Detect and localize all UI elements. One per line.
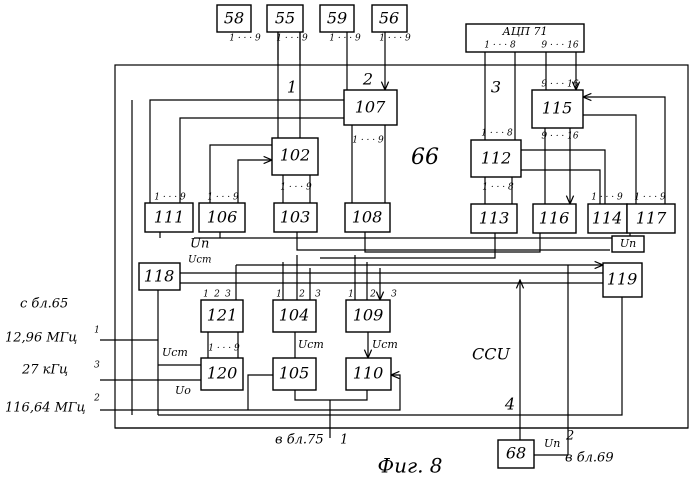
blocks-b112-label: 112 xyxy=(481,149,512,168)
buses-bus2-label: 2 xyxy=(362,70,373,89)
blocks-b109-label: 109 xyxy=(353,306,384,325)
frame-label: 66 xyxy=(411,145,439,170)
figure-caption: Фиг. 8 xyxy=(377,454,442,478)
pin-ranges-r19-label: 1 · · · 9 xyxy=(329,34,361,44)
pins-p3-label: 3 xyxy=(391,290,397,300)
pins-p3-label: 3 xyxy=(315,290,321,300)
signals-ust-label: Uст xyxy=(162,346,188,359)
signals-up-label: Uп xyxy=(544,437,560,450)
inputs-in2-num-label: 2 xyxy=(93,394,100,404)
pin-ranges-r916-label: 9 · · · 16 xyxy=(541,41,578,51)
pin-ranges-r19-label: 1 · · · 9 xyxy=(634,193,666,203)
blocks-b59-label: 59 xyxy=(327,9,347,28)
pin-ranges-r19-label: 1 · · · 9 xyxy=(352,136,384,146)
outputs-to75-num-label: 1 xyxy=(340,433,348,448)
blocks-b106-label: 106 xyxy=(207,208,238,227)
blocks-b58-label: 58 xyxy=(224,9,244,28)
pin-ranges-r19-label: 1 · · · 9 xyxy=(280,183,312,193)
blocks-b117-label: 117 xyxy=(636,209,667,228)
pins-p1-label: 1 xyxy=(276,290,282,300)
signals-ccu-label: ССU xyxy=(472,345,510,364)
signals-uo-label: Uо xyxy=(175,384,191,397)
signals-ust-label: Uст xyxy=(372,338,398,351)
outputs-to69-num-label: 2 xyxy=(565,429,574,444)
buses-bus4-label: 4 xyxy=(504,395,515,414)
blocks-b115-label: 115 xyxy=(542,99,573,118)
blocks-b55-label: 55 xyxy=(275,9,295,28)
signals-up-label: Uп xyxy=(620,237,636,250)
blocks-b121-label: 121 xyxy=(207,306,238,325)
inputs-in2-freq-label: 116,64 МГц xyxy=(5,401,86,416)
blocks-b56-label: 56 xyxy=(379,9,399,28)
pin-ranges-r19-label: 1 · · · 9 xyxy=(591,193,623,203)
signals-up-label: Uп xyxy=(190,237,209,252)
inputs-in1-freq-label: 12,96 МГц xyxy=(5,331,77,346)
pin-ranges-r18-label: 1 · · · 8 xyxy=(482,183,514,193)
pins-p2-label: 2 xyxy=(213,290,220,300)
blocks-b103-label: 103 xyxy=(280,208,311,227)
blocks-b120-label: 120 xyxy=(207,364,238,383)
blocks: 107 102 103 108 111 106 115 112 113 116 … xyxy=(139,90,675,468)
blocks-b116-label: 116 xyxy=(539,209,570,228)
pins-p1-label: 1 xyxy=(203,290,209,300)
inputs-in1-num-label: 1 xyxy=(94,326,100,336)
blocks-b102-label: 102 xyxy=(280,146,311,165)
pins-p2-label: 2 xyxy=(298,290,305,300)
signals-ust-label: Uст xyxy=(298,338,324,351)
blocks-b108-label: 108 xyxy=(352,208,383,227)
blocks-adc-label: АЦП 71 xyxy=(501,25,547,38)
pin-ranges-r19-label: 1 · · · 9 xyxy=(207,193,239,203)
source-blocks: 58 55 59 56 1 · · · 9 1 · · · 9 1 · · · 9… xyxy=(217,5,584,52)
blocks-b114-label: 114 xyxy=(592,209,623,228)
blocks-b68-label: 68 xyxy=(506,444,526,463)
buses-bus1-label: 1 xyxy=(287,78,297,97)
buses-bus3-label: 3 xyxy=(491,78,501,97)
pins-p1-label: 1 xyxy=(348,290,354,300)
pin-ranges-r19-label: 1 · · · 9 xyxy=(154,193,186,203)
inputs-in3-num-label: 3 xyxy=(94,361,100,371)
blocks-b104-label: 104 xyxy=(279,306,310,325)
pin-ranges-r19-label: 1 · · · 9 xyxy=(208,344,240,354)
blocks-b111-label: 111 xyxy=(154,208,185,227)
pin-ranges-r19-label: 1 · · · 9 xyxy=(229,34,261,44)
pin-ranges-r19-label: 1 · · · 9 xyxy=(276,34,308,44)
pin-ranges-r18-label: 1 · · · 8 xyxy=(484,41,516,51)
pin-ranges-r19-label: 1 · · · 9 xyxy=(379,34,411,44)
pin-ranges-r916-label: 9 · · · 16 xyxy=(541,80,578,90)
pins-p3-label: 3 xyxy=(225,290,231,300)
outputs-to75-label: в бл.75 xyxy=(275,433,324,448)
blocks-b113-label: 113 xyxy=(479,209,510,228)
pin-ranges-r18-label: 1 · · · 8 xyxy=(481,129,513,139)
signals-ust-label: Uст xyxy=(188,255,212,266)
pins-p2-label: 2 xyxy=(369,290,376,300)
blocks-b119-label: 119 xyxy=(607,270,638,289)
inputs-in3-freq-label: 27 кГц xyxy=(21,363,68,378)
blocks-b110-label: 110 xyxy=(353,364,384,383)
pin-ranges-r916-label: 9 · · · 16 xyxy=(541,132,578,142)
blocks-b118-label: 118 xyxy=(144,267,175,286)
outputs-to69-label: в бл.69 xyxy=(565,451,614,466)
blocks-b107-label: 107 xyxy=(355,98,386,117)
inputs-source-label: с бл.65 xyxy=(20,297,68,312)
blocks-b105-label: 105 xyxy=(279,364,310,383)
